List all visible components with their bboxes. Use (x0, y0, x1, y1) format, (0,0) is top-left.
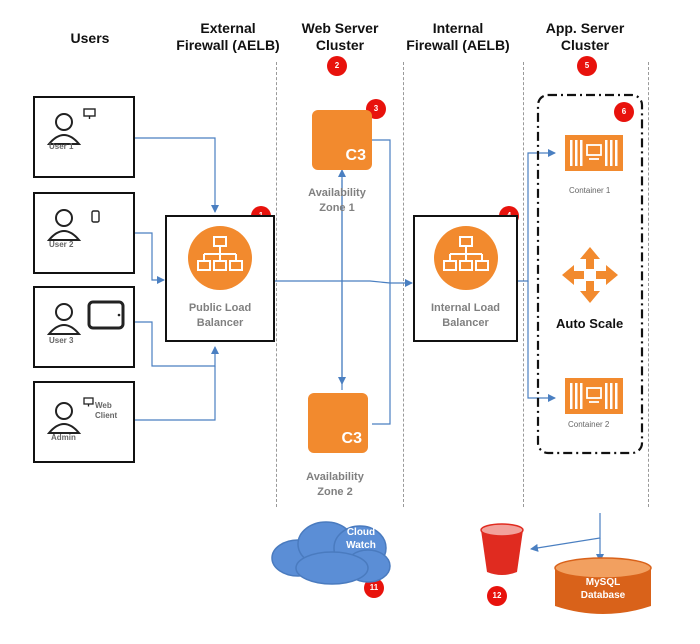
phone-icon (91, 210, 100, 223)
internal-load-balancer[interactable]: Internal Load Balancer (413, 215, 518, 342)
zone-divider-2 (403, 62, 404, 507)
cloud-icon (271, 521, 391, 585)
public-lb-label: Public Load Balancer (188, 302, 252, 329)
person-icon (47, 113, 82, 145)
auto-scale-label: Auto Scale (556, 316, 624, 331)
mysql-label: MySQL Database (580, 577, 626, 601)
header-app-server-cluster: App. Server Cluster (545, 20, 625, 53)
tablet-icon (87, 300, 125, 330)
admin-box[interactable]: Web Client Admin (33, 381, 135, 463)
container-icon[interactable] (565, 135, 625, 173)
az2-label: Availability Zone 2 (306, 471, 364, 498)
c3-label: C3 (345, 147, 366, 164)
user-box-2[interactable]: User 2 (33, 192, 135, 274)
desktop-icon (83, 108, 96, 119)
badge-cloudwatch: 11 (364, 578, 384, 598)
cloudwatch-label: Cloud Watch (346, 527, 376, 551)
badge-s3: 12 (487, 586, 507, 606)
person-icon (47, 209, 82, 241)
user-box-1[interactable]: User 1 (33, 96, 135, 178)
badge-app-cluster: 5 (577, 56, 597, 76)
bucket-icon (480, 523, 524, 575)
header-users: Users (70, 30, 110, 46)
zone-divider-1 (276, 62, 277, 507)
container-2-label: Container 2 (568, 420, 610, 429)
person-icon (47, 402, 82, 434)
public-load-balancer[interactable]: Public Load Balancer (165, 215, 275, 342)
c3-label: C3 (341, 430, 362, 447)
user-label: User 2 (49, 240, 74, 249)
container-1-label: Container 1 (569, 186, 611, 195)
load-balancer-icon (434, 226, 498, 290)
c3-instance-az2[interactable]: C3 (308, 393, 368, 453)
user-label: User 3 (49, 336, 74, 345)
auto-scale-icon (562, 247, 618, 303)
user-label: User 1 (49, 142, 74, 151)
user-box-3[interactable]: User 3 (33, 286, 135, 368)
desktop-icon (83, 397, 94, 407)
container-icon[interactable] (565, 378, 625, 416)
az1-label: Availability Zone 1 (308, 187, 366, 214)
user-label: Admin (51, 433, 76, 442)
header-web-server-cluster: Web Server Cluster (301, 20, 379, 53)
web-client-label: Web Client (95, 401, 118, 420)
person-icon (47, 303, 82, 335)
badge-web-cluster: 2 (327, 56, 347, 76)
badge-autoscale-group: 6 (614, 102, 634, 122)
load-balancer-icon (188, 226, 252, 290)
database-icon (554, 557, 652, 614)
internal-lb-label: Internal Load Balancer (430, 302, 501, 329)
zone-divider-3 (523, 62, 524, 507)
header-external-firewall: External Firewall (AELB) (176, 20, 280, 53)
c3-instance-az1[interactable]: C3 (312, 110, 372, 170)
header-internal-firewall: Internal Firewall (AELB) (406, 20, 510, 53)
zone-divider-4 (648, 62, 649, 507)
